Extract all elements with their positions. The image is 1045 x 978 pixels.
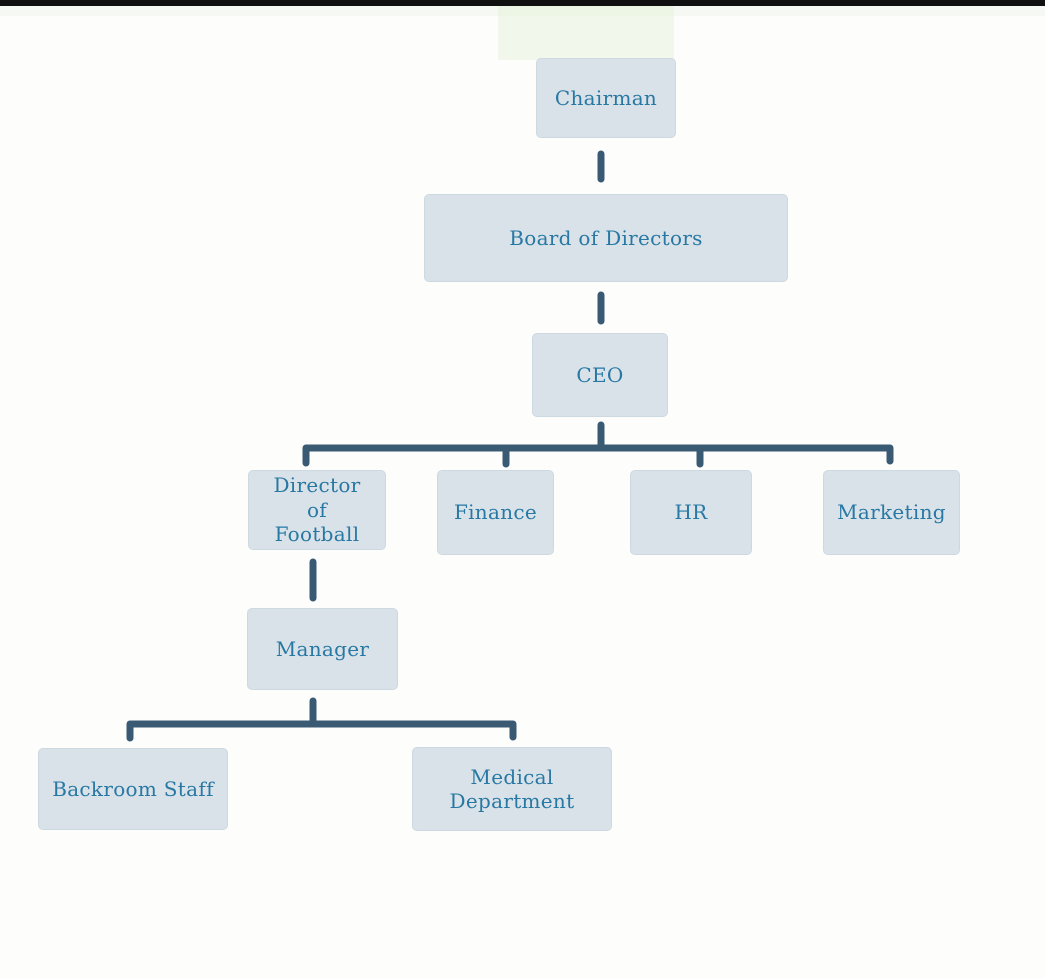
org-node-marketing: Marketing bbox=[823, 470, 960, 555]
org-node-label: HR bbox=[674, 500, 708, 525]
org-node-label: Board of Directors bbox=[509, 225, 703, 250]
org-node-label: Backroom Staff bbox=[52, 776, 214, 801]
org-node-board-of-directors: Board of Directors bbox=[424, 194, 788, 282]
org-node-ceo: CEO bbox=[532, 333, 668, 417]
org-node-label: Chairman bbox=[554, 85, 658, 110]
org-node-chairman: Chairman bbox=[536, 58, 676, 138]
edge-ceo-rail bbox=[302, 444, 894, 467]
org-node-label: Finance bbox=[453, 500, 538, 525]
org-node-label: Manager bbox=[275, 636, 370, 661]
org-node-label: Medical Department bbox=[449, 764, 575, 813]
org-node-medical-department: Medical Department bbox=[412, 747, 612, 831]
org-node-label: Director of Football bbox=[273, 473, 361, 547]
org-node-label: Marketing bbox=[837, 500, 946, 525]
org-node-finance: Finance bbox=[437, 470, 554, 555]
background-tint bbox=[0, 6, 1045, 16]
edge-manager-rail bbox=[126, 720, 517, 742]
org-node-label: CEO bbox=[576, 362, 624, 387]
top-black-bar bbox=[0, 0, 1045, 6]
org-node-manager: Manager bbox=[247, 608, 398, 690]
background-tint bbox=[498, 6, 674, 60]
org-node-hr: HR bbox=[630, 470, 752, 555]
org-node-backroom-staff: Backroom Staff bbox=[38, 748, 228, 830]
org-node-director-of-football: Director of Football bbox=[248, 470, 386, 550]
